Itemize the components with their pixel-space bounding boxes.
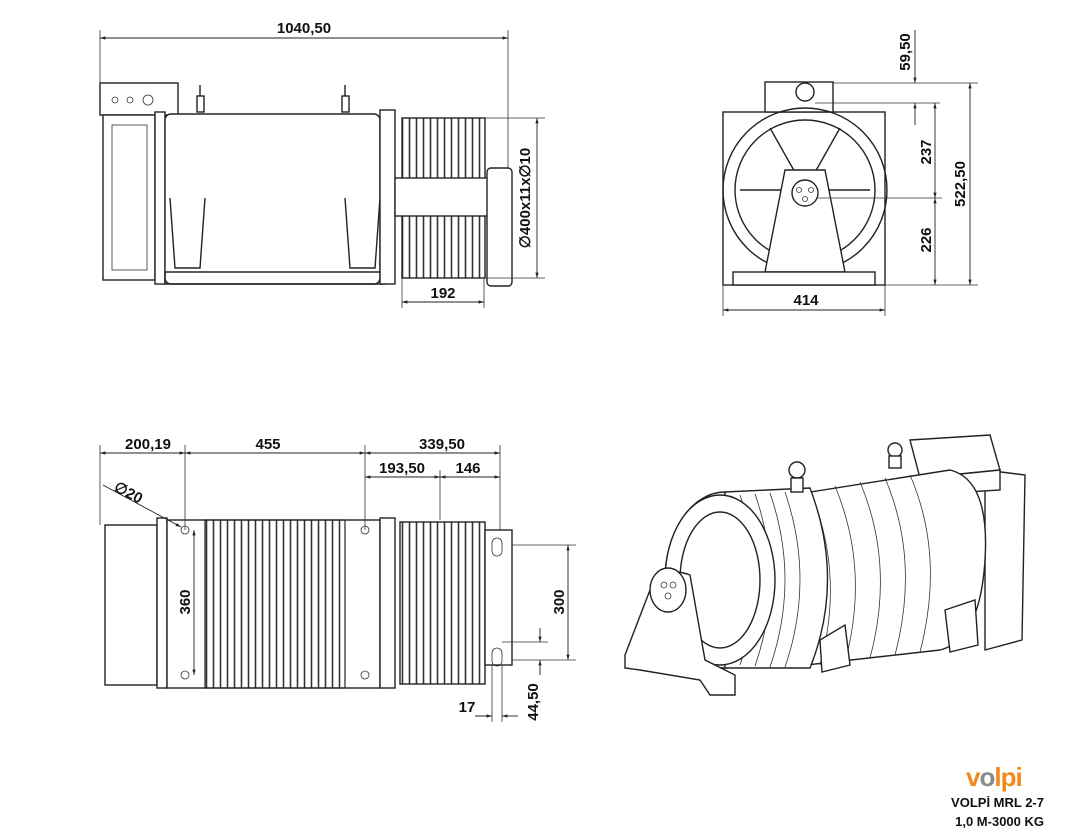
front-view: 414 522,50 59,50 237 226 [722, 30, 978, 316]
bracket [486, 167, 513, 287]
isometric-view [624, 434, 1026, 696]
lifting-eye [795, 82, 815, 102]
dim-d: 193,50 [379, 460, 425, 477]
model-capacity: 1,0 M-3000 KG [955, 814, 1044, 829]
dim-offset-44: 44,50 [525, 683, 542, 721]
dim-eye-offset: 59,50 [897, 33, 914, 71]
dim-lower-height: 226 [918, 227, 935, 252]
motor-body [164, 113, 381, 285]
dim-hole: ∅20 [111, 479, 145, 508]
volpi-logo: volpivolpi [966, 762, 1023, 792]
dim-drum-width: 192 [430, 285, 455, 302]
dim-hole-spacing: 360 [177, 589, 194, 614]
model-title: VOLPİ MRL 2-7 [951, 795, 1044, 810]
top-view: 200,19 455 339,50 193,50 146 ∅20 360 300… [99, 436, 576, 722]
brake-housing-top [104, 524, 158, 686]
dim-e: 146 [455, 460, 480, 477]
dim-front-width: 414 [793, 292, 819, 309]
dim-c: 339,50 [419, 436, 465, 453]
dim-upper-height: 237 [918, 139, 935, 164]
bracket-top [484, 529, 513, 666]
dim-overall-length: 1040,50 [277, 20, 331, 37]
dim-offset-17: 17 [459, 699, 476, 716]
dim-a: 200,19 [125, 436, 171, 453]
dim-drum-spec: ∅400x11x∅10 [517, 148, 534, 248]
dim-front-height: 522,50 [952, 161, 969, 207]
dim-b: 455 [255, 436, 280, 453]
side-view: 1040,50 ∅400x11x∅10 192 [99, 20, 545, 308]
dim-bracket-spacing: 300 [551, 589, 568, 614]
terminal-box [99, 82, 179, 116]
shaft [394, 177, 491, 217]
